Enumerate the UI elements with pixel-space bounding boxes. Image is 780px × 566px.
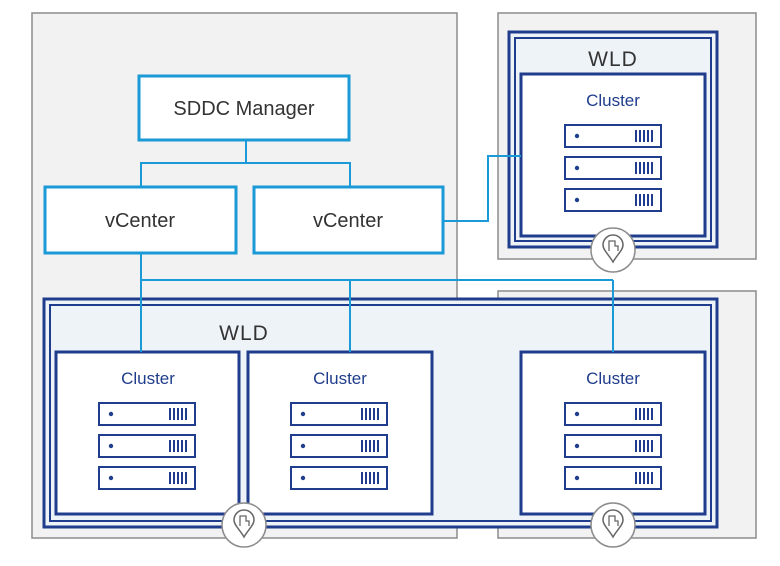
- vcenter-frame: [252, 185, 445, 255]
- link-vcenter2-to-wld1: [443, 155, 521, 222]
- wld-1-label: WLD: [588, 48, 638, 71]
- server-icon: [290, 434, 388, 458]
- cluster-label: Cluster: [121, 369, 175, 388]
- location-pin-icon: [590, 227, 636, 273]
- cluster-wld1: Cluster: [519, 72, 707, 238]
- server-icon: [564, 188, 662, 212]
- vcenter-box-2: vCenter: [252, 185, 445, 255]
- server-icon: [564, 402, 662, 426]
- vcenter-box-1: vCenter: [43, 185, 238, 255]
- cluster-wld2-a: Cluster: [54, 350, 241, 516]
- server-stack: [564, 402, 662, 490]
- server-stack: [564, 124, 662, 212]
- vcenter-frame: [43, 185, 238, 255]
- server-icon: [564, 156, 662, 180]
- vcenter-label: vCenter: [105, 210, 175, 232]
- server-icon: [98, 466, 196, 490]
- wld-2-inner-frame: [49, 304, 712, 522]
- sddc-manager-box: SDDC Manager: [137, 74, 351, 142]
- cluster-wld2-c: Cluster: [519, 350, 707, 516]
- server-icon: [98, 434, 196, 458]
- server-icon: [98, 402, 196, 426]
- cluster-label: Cluster: [313, 369, 367, 388]
- cluster-wld2-b: Cluster: [246, 350, 434, 516]
- vcenter-label: vCenter: [313, 210, 383, 232]
- link-sddc-to-vcenters: [140, 140, 247, 187]
- cluster-label: Cluster: [586, 369, 640, 388]
- server-stack: [290, 402, 388, 490]
- connector-lines: [140, 140, 614, 352]
- server-icon: [564, 466, 662, 490]
- server-icon: [564, 124, 662, 148]
- server-icon: [290, 466, 388, 490]
- location-pin-icon: [221, 502, 267, 548]
- cluster-label: Cluster: [586, 91, 640, 110]
- server-stack: [98, 402, 196, 490]
- server-icon: [290, 402, 388, 426]
- server-icon: [564, 434, 662, 458]
- sddc-manager-frame: [137, 74, 351, 142]
- wld-2-label: WLD: [219, 322, 269, 345]
- sddc-manager-label: SDDC Manager: [173, 98, 315, 120]
- location-pin-icon: [590, 502, 636, 548]
- link-sddc-to-vcenter-2: [246, 162, 351, 187]
